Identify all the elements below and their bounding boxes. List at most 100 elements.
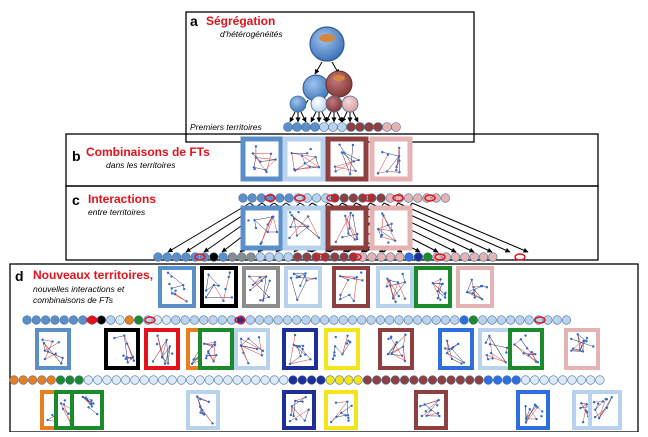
network-node xyxy=(307,215,309,217)
cell-circle-icon xyxy=(228,253,237,262)
network-node xyxy=(335,416,337,418)
network-node xyxy=(133,360,135,362)
network-node xyxy=(606,407,608,409)
network-box-icon xyxy=(285,208,323,248)
network-node xyxy=(338,143,340,145)
network-node xyxy=(577,333,579,335)
network-node xyxy=(90,399,92,401)
network-node xyxy=(213,284,215,286)
cell-circle-icon xyxy=(186,376,195,385)
cell-circle-icon xyxy=(84,376,93,385)
arrow-icon xyxy=(412,203,528,252)
cell-circle-icon xyxy=(284,253,293,262)
cell-circle-icon xyxy=(303,253,312,262)
network-node xyxy=(240,338,242,340)
network-node xyxy=(256,348,258,350)
cell-circle-icon xyxy=(368,253,377,262)
network-node xyxy=(334,170,336,172)
network-box-icon xyxy=(244,268,278,306)
network-node xyxy=(530,351,532,353)
network-box-icon xyxy=(243,139,281,179)
network-node xyxy=(398,155,400,157)
network-node xyxy=(231,296,233,298)
cell-circle-icon xyxy=(374,123,383,132)
network-node xyxy=(394,301,396,303)
network-node xyxy=(341,151,343,153)
cell-circle-icon xyxy=(311,316,320,325)
cell-circle-icon xyxy=(432,316,441,325)
network-box-icon xyxy=(328,208,366,248)
network-node xyxy=(205,296,207,298)
network-node xyxy=(247,338,249,340)
network-node xyxy=(217,285,219,287)
network-node xyxy=(335,241,337,243)
cell-circle-icon xyxy=(404,316,413,325)
segregation-tree xyxy=(290,27,358,122)
panel-a-subtitle: d'hétérogénéités xyxy=(220,30,283,39)
network-box-icon xyxy=(284,392,314,428)
network-node xyxy=(196,395,198,397)
network-node xyxy=(438,415,440,417)
network-node xyxy=(249,289,251,291)
network-node xyxy=(424,403,426,405)
network-node xyxy=(421,415,423,417)
network-node xyxy=(82,396,84,398)
network-node xyxy=(301,154,303,156)
network-node xyxy=(586,337,588,339)
network-node xyxy=(529,408,531,410)
panel-b-letter: b xyxy=(72,149,81,163)
network-node xyxy=(199,411,201,413)
network-node xyxy=(582,350,584,352)
network-node xyxy=(472,286,474,288)
network-node xyxy=(437,290,439,292)
network-node xyxy=(252,284,254,286)
network-node xyxy=(308,165,310,167)
network-box-icon xyxy=(243,208,281,248)
cell-circle-icon xyxy=(237,253,246,262)
cell-circle-icon xyxy=(348,316,357,325)
network-node xyxy=(387,154,389,156)
network-node xyxy=(205,357,207,359)
network-node xyxy=(61,357,63,359)
network-node xyxy=(262,299,264,301)
cell-circle-icon xyxy=(265,253,274,262)
cell-circle-icon xyxy=(19,376,28,385)
cell-circle-icon xyxy=(60,316,69,325)
cell-circle-icon xyxy=(292,316,301,325)
network-node xyxy=(242,352,244,354)
cell-circle-icon xyxy=(28,376,37,385)
network-node xyxy=(352,144,354,146)
network-box-icon xyxy=(106,330,138,368)
cell-circle-icon xyxy=(358,253,367,262)
network-node xyxy=(96,413,98,415)
network-node xyxy=(87,406,89,408)
panel-b-subtitle: dans les territoires xyxy=(106,161,175,170)
network-node xyxy=(437,412,439,414)
cell-circle-icon xyxy=(311,96,327,112)
network-node xyxy=(594,409,596,411)
network-node xyxy=(346,335,348,337)
network-box-frame xyxy=(334,268,368,306)
cell-circle-icon xyxy=(484,376,493,385)
cell-circle-icon xyxy=(93,376,102,385)
network-node xyxy=(290,414,292,416)
cell-circle-icon xyxy=(103,376,112,385)
network-node xyxy=(361,279,363,281)
cell-circle-icon xyxy=(410,376,419,385)
network-box-icon xyxy=(285,139,323,179)
cell-circle-icon xyxy=(441,194,450,203)
network-node xyxy=(272,216,274,218)
network-node xyxy=(44,358,46,360)
network-node xyxy=(294,400,296,402)
network-node xyxy=(293,273,295,275)
cell-circle-icon xyxy=(131,376,140,385)
cell-circle-icon xyxy=(279,376,288,385)
cell-circle-icon xyxy=(140,376,149,385)
cell-circle-icon xyxy=(386,253,395,262)
arrow-icon xyxy=(342,112,347,122)
network-node xyxy=(334,165,336,167)
network-node xyxy=(201,409,203,411)
cell-circle-icon xyxy=(261,376,270,385)
network-node xyxy=(381,212,383,214)
cell-circle-icon xyxy=(414,253,423,262)
